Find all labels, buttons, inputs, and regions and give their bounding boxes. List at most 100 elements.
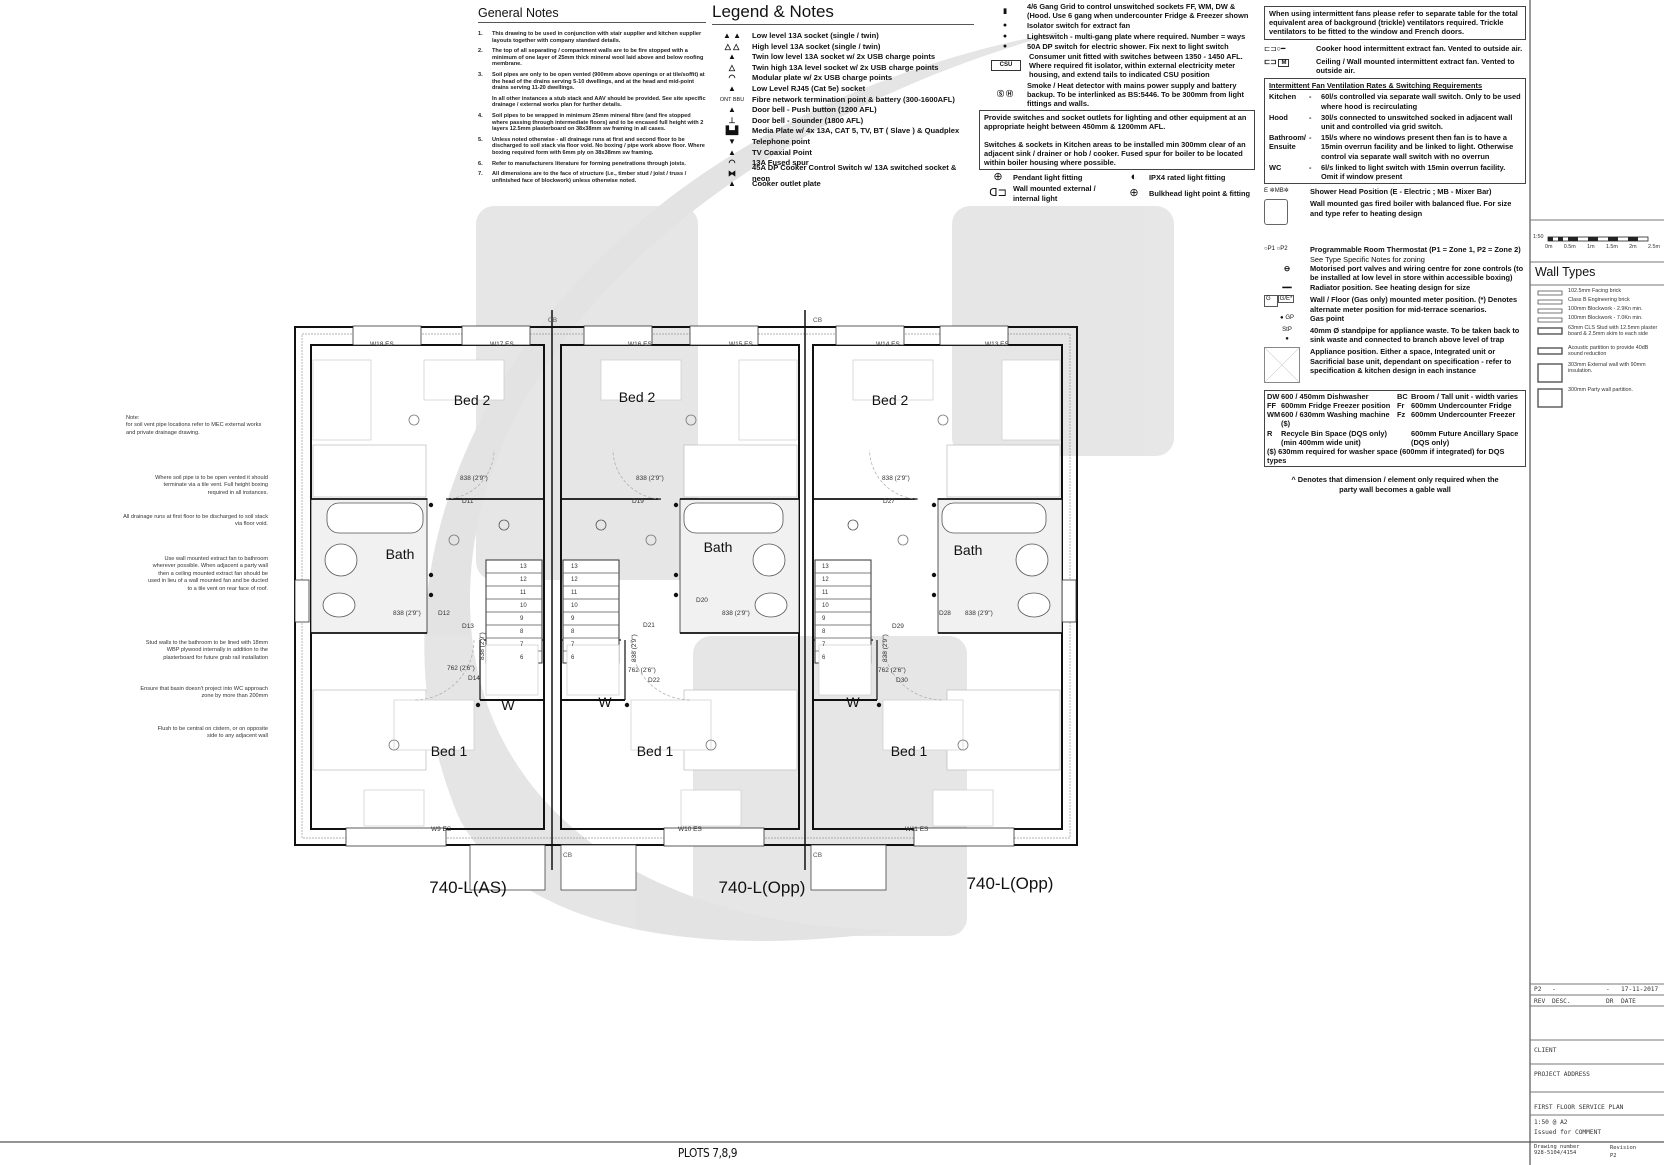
desk	[393, 699, 475, 751]
cooker-hood-text: Cooker hood intermittent extract fan. Ve…	[1316, 43, 1523, 53]
smoke-detector-icon	[595, 519, 607, 531]
abbr-code: Fr	[1397, 400, 1405, 410]
cb-label: CB	[813, 317, 822, 324]
drawing-number-label: Drawing number	[1534, 1144, 1580, 1150]
room-label-bed-1: Bed 1	[431, 743, 468, 759]
scale-tick-label: 1.5m	[1605, 244, 1618, 250]
date-label: DATE	[1621, 998, 1636, 1005]
stair-step-number: 10	[822, 603, 829, 609]
note-number: 2.	[478, 48, 483, 55]
abbr-code: FF	[1267, 400, 1277, 410]
legend-text: High level 13A socket (single / twin)	[752, 41, 881, 51]
door-swing	[630, 639, 692, 701]
legend-text: Media Plate w/ 4x 13A, CAT 5, TV, BT ( S…	[752, 126, 960, 136]
bed-2-bed	[683, 444, 798, 498]
gable-note: ^ Denotes that dimension / element only …	[1291, 475, 1499, 494]
lightswitch-icon	[475, 702, 481, 708]
left-note: Ensure that basin doesn't project into W…	[140, 686, 268, 700]
scale-ratio: 1:50	[1533, 234, 1544, 240]
abbr-text: 600mm Future Ancillary Space (DQS only)	[1411, 428, 1519, 447]
legend-item: ◠Modular plate w/ 2x USB charge points	[712, 73, 974, 84]
dr-label: DR	[1606, 998, 1614, 1005]
general-note-item: 3.Soil pipes are only to be open vented …	[478, 72, 706, 92]
abbr-text: 600mm Fridge Freezer position	[1281, 400, 1391, 410]
left-note: Stud walls to the bathroom to be lined w…	[145, 640, 268, 661]
unit-1-layout	[310, 359, 544, 827]
legend-item: ▲Door bell - Push button (1200 AFL)	[712, 105, 974, 116]
dimension-label: 762 (2'6")	[447, 665, 475, 672]
dr-value: -	[1606, 986, 1610, 993]
wc	[322, 592, 356, 618]
legend-item: ▲TV Coaxial Point	[712, 148, 974, 159]
window-tag: W14 ES	[876, 341, 901, 348]
room-label-wardrobe: W	[501, 697, 515, 713]
room-label-bath: Bath	[386, 546, 415, 562]
legend-item: ▙▟Media Plate w/ 4x 13A, CAT 5, TV, BT (…	[712, 126, 974, 137]
stair-step-number: 9	[520, 616, 524, 622]
wall-types-title: Wall Types	[1535, 265, 1596, 279]
wall-type-item: Class B Engineering brick	[1568, 297, 1630, 303]
thermostat-sub: See Type Specific Notes for zoning	[1310, 254, 1425, 264]
lightswitch-icon	[673, 502, 679, 508]
stair-step-number: 8	[822, 629, 826, 635]
stair-step-number: 7	[520, 642, 524, 648]
consumer-unit-icon: CSU	[991, 60, 1021, 72]
room-label-bed-2: Bed 2	[454, 392, 491, 408]
stair-step-number: 10	[571, 603, 578, 609]
abbreviation-item: FF 600mm Fridge Freezer position	[1267, 401, 1393, 410]
window-tag: W9 ES	[431, 826, 452, 833]
wall-type-item: 300mm Party wall partition.	[1568, 387, 1634, 393]
cooker-switch-icon: ⧓	[728, 168, 736, 178]
note-text: All dimensions are to the face of struct…	[492, 171, 687, 184]
room-label-bath: Bath	[704, 539, 733, 555]
legend-item: ⊥Door bell - Sounder (1800 AFL)	[712, 116, 974, 127]
light-legend-text: Bulkhead light point & fitting	[1149, 189, 1250, 199]
fan-rate-row: WC-6l/s linked to light switch with 15mi…	[1269, 163, 1521, 181]
legend-item: ▲Twin low level 13A socket w/ 2x USB cha…	[712, 52, 974, 63]
wall-type-item: Acoustic partition to provide 40dB sound…	[1568, 345, 1649, 357]
boiler-icon	[1264, 199, 1310, 235]
dimension-label: 838 (2'9")	[882, 475, 910, 482]
fan-rate-row: Bathroom/ Ensuite-15l/s where no windows…	[1269, 133, 1521, 161]
desk	[423, 359, 505, 401]
room-name: Kitchen	[1269, 92, 1297, 102]
dimension-label: 838 (2'9")	[393, 610, 421, 617]
legend-text: 45A DP Cooker Control Switch w/ 13A swit…	[752, 163, 957, 184]
standpipe-icon: StP●	[1282, 327, 1292, 343]
room-label-wardrobe: W	[598, 694, 612, 710]
door-swing	[869, 449, 918, 500]
pendant-light-icon	[408, 414, 420, 426]
built-in-wardrobe	[818, 644, 872, 696]
door-tag: D11	[462, 498, 474, 505]
kitchen-socket-note: Switches & sockets in Kitchen areas to b…	[984, 139, 1246, 168]
drawing-status: Issued for COMMENT	[1534, 1129, 1602, 1136]
cb-label: CB	[813, 852, 822, 859]
scale-tick-label: 1m	[1587, 244, 1595, 250]
modular-plate-icon: ◠	[728, 73, 736, 83]
switch-height-note: Provide switches and socket outlets for …	[984, 113, 1247, 132]
door-tag: D13	[462, 623, 474, 630]
stair-step-number: 12	[520, 577, 527, 583]
left-note: All drainage runs at first floor to be d…	[123, 514, 268, 528]
legend-text: Telephone point	[752, 136, 811, 146]
window-tag: W15 ES	[729, 341, 754, 348]
basin	[324, 543, 358, 577]
built-in-wardrobe	[566, 644, 620, 696]
unit-2-layout	[561, 359, 800, 827]
door-swing	[446, 449, 495, 500]
light-legend-item: ᗡ⊐Wall mounted external / internal light	[983, 184, 1119, 202]
bulkhead-light-icon: ⊕	[1129, 187, 1139, 200]
separator-dash: -	[1309, 92, 1312, 102]
cooker-hood-row: ⊏⊐○━ Cooker hood intermittent extract fa…	[1264, 44, 1526, 53]
fan-rate-text: 60l/s controlled via separate wall switc…	[1321, 92, 1521, 111]
pendant-light-icon	[957, 739, 969, 751]
door-tag: D27	[883, 498, 895, 505]
floor-plan	[294, 310, 1078, 891]
desc-value: -	[1552, 986, 1556, 993]
light-legend-text: Wall mounted external / internal light	[1013, 184, 1096, 203]
gas-point-icon: ● GP	[1280, 314, 1294, 321]
